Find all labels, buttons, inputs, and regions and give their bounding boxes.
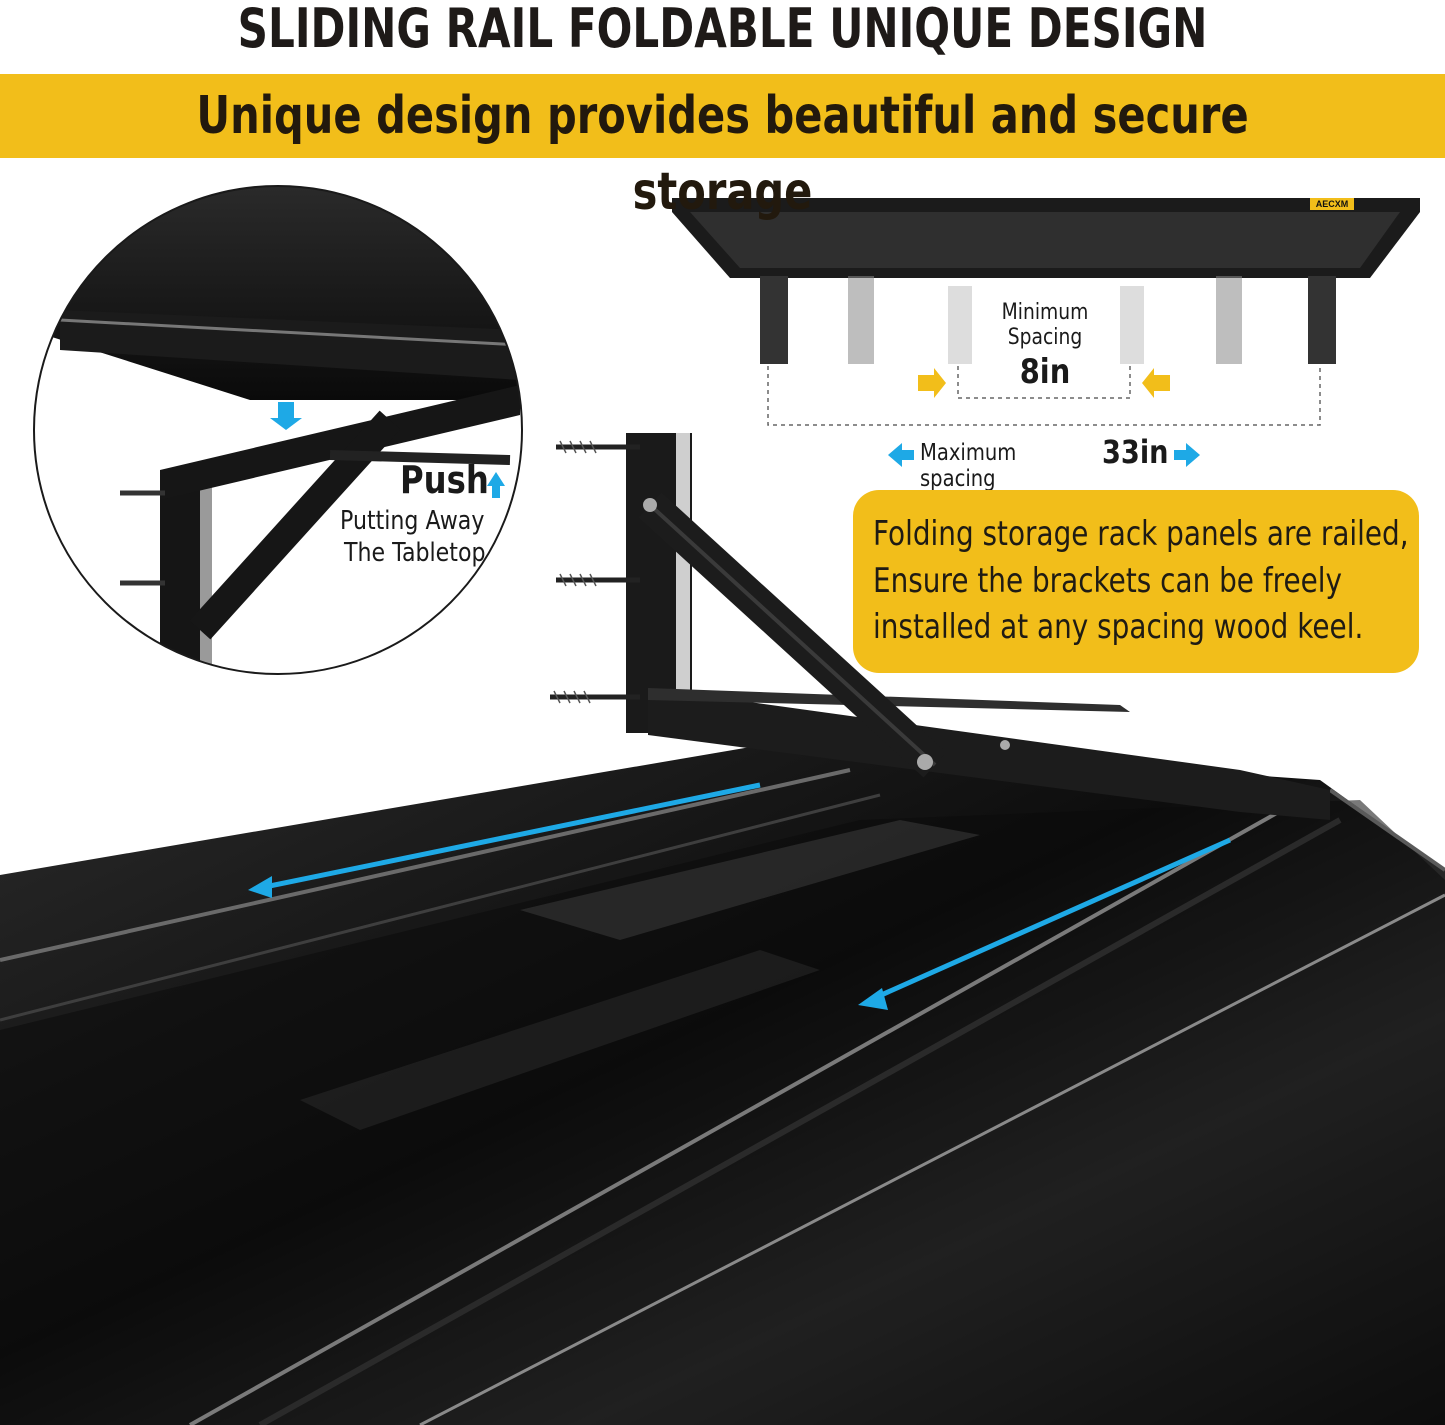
subtitle-text: Unique design provides beautiful and sec… (196, 86, 1249, 222)
inset-caption-line2: The Tabletop (344, 538, 486, 568)
max-spacing-label: Maximum spacing (920, 440, 1017, 492)
callout-line3: installed at any spacing wood keel. (873, 607, 1364, 647)
detail-inset (33, 185, 523, 675)
min-spacing-value: 8in (1019, 352, 1071, 392)
callout-line1: Folding storage rack panels are railed, (873, 514, 1409, 554)
mounted-shelf (672, 198, 1420, 467)
inset-caption-line1: Putting Away (340, 506, 485, 536)
min-spacing-label-line2: Spacing (1007, 325, 1083, 350)
push-label: Push (400, 458, 489, 502)
info-callout (853, 490, 1419, 673)
min-spacing-label-line1: Minimum (1001, 300, 1089, 325)
max-spacing-value: 33in (1102, 433, 1169, 471)
subtitle-banner (0, 74, 1445, 158)
callout-line2: Ensure the brackets can be freely (873, 561, 1343, 601)
brand-tag: AECXM (1310, 198, 1354, 210)
shelf-panel (0, 742, 1445, 1425)
page-title: SLIDING RAIL FOLDABLE UNIQUE DESIGN (237, 0, 1208, 60)
bracket (550, 433, 1330, 820)
